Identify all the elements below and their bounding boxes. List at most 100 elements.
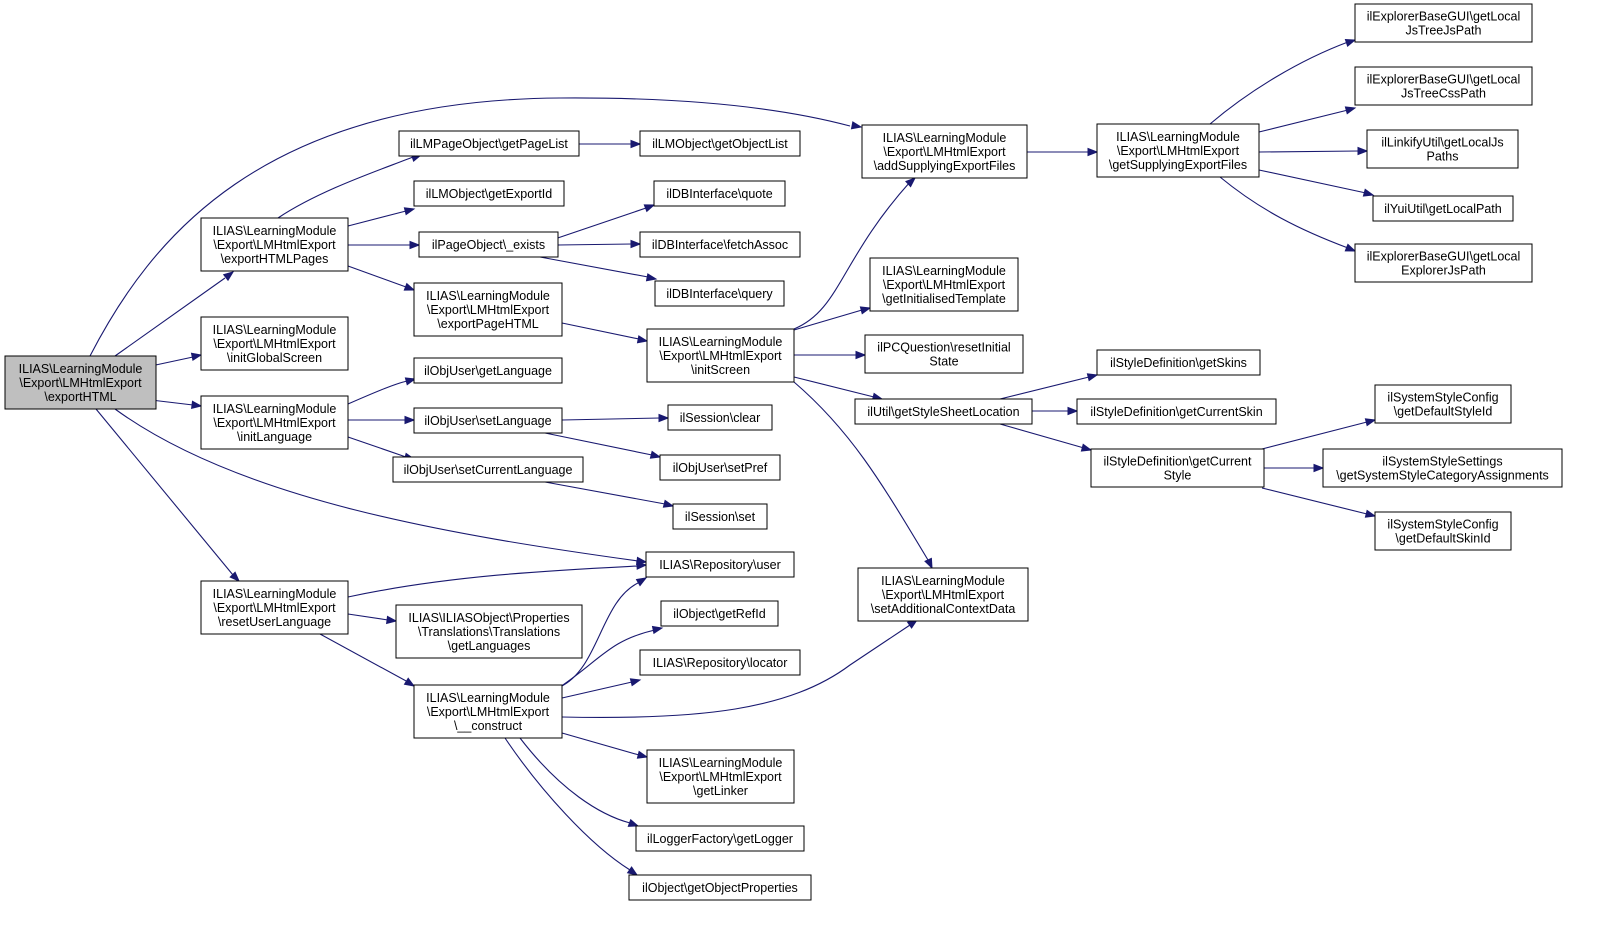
node-label: ilLMPageObject\getPageList: [410, 137, 568, 151]
node-translations-get-languages[interactable]: ILIAS\ILIASObject\Properties\Translation…: [395, 604, 583, 659]
node-label: \Export\LMHtmlExport: [1117, 144, 1240, 158]
node-label: \initGlobalScreen: [227, 351, 322, 365]
node-label: ilExplorerBaseGUI\getLocal: [1367, 250, 1521, 264]
node-label: ilExplorerBaseGUI\getLocal: [1367, 10, 1521, 24]
node-box: [645, 551, 795, 578]
edge-line: [95, 408, 234, 576]
node-get-style-sheet-location[interactable]: ilUtil\getStyleSheetLocation: [854, 398, 1033, 425]
node-session-clear[interactable]: ilSession\clear: [667, 404, 773, 431]
node-box: [672, 503, 768, 530]
arrow-head-icon: [229, 571, 240, 582]
node-get-default-skin-id[interactable]: ilSystemStyleConfig\getDefaultSkinId: [1374, 511, 1512, 551]
node-get-object-properties[interactable]: ilObject\getObjectProperties: [628, 874, 812, 901]
node-label: ilExplorerBaseGUI\getLocal: [1367, 73, 1521, 87]
node-set-pref[interactable]: ilObjUser\setPref: [659, 454, 781, 481]
node-label: \getSupplyingExportFiles: [1109, 158, 1247, 172]
call-edge: [1209, 38, 1357, 125]
edge-line: [319, 633, 409, 683]
node-label: ILIAS\LearningModule: [19, 362, 143, 376]
arrow-head-icon: [859, 306, 872, 315]
node-label: ilLoggerFactory\getLogger: [647, 832, 793, 846]
arrow-head-icon: [924, 557, 933, 570]
node-get-logger[interactable]: ilLoggerFactory\getLogger: [635, 825, 805, 852]
node-label: \Export\LMHtmlExport: [882, 588, 1005, 602]
node-label: ilSystemStyleConfig: [1387, 518, 1498, 532]
node-init-global-screen[interactable]: ILIAS\LearningModule\Export\LMHtmlExport…: [200, 316, 349, 371]
node-get-initialised-template[interactable]: ILIAS\LearningModule\Export\LMHtmlExport…: [869, 257, 1019, 312]
node-reset-user-language[interactable]: ILIAS\LearningModule\Export\LMHtmlExport…: [200, 580, 349, 635]
node-label: \getSystemStyleCategoryAssignments: [1336, 469, 1549, 483]
node-session-set[interactable]: ilSession\set: [672, 503, 768, 530]
node-set-additional-context-data[interactable]: ILIAS\LearningModule\Export\LMHtmlExport…: [857, 567, 1029, 622]
node-get-export-id[interactable]: ilLMObject\getExportId: [413, 180, 565, 207]
node-label: \resetUserLanguage: [218, 615, 331, 629]
node-db-quote[interactable]: ilDBInterface\quote: [653, 180, 786, 207]
node-label: ILIAS\LearningModule: [1116, 130, 1240, 144]
arrow-head-icon: [404, 377, 417, 386]
node-export-html[interactable]: ILIAS\LearningModule\Export\LMHtmlExport…: [4, 355, 157, 410]
node-get-object-list[interactable]: ilLMObject\getObjectList: [639, 130, 801, 157]
node-set-current-language[interactable]: ilObjUser\setCurrentLanguage: [392, 456, 584, 483]
arrow-head-icon: [635, 577, 648, 587]
node-get-supplying-export-files[interactable]: ILIAS\LearningModule\Export\LMHtmlExport…: [1096, 123, 1260, 178]
node-label: ilSession\set: [685, 510, 756, 524]
arrow-head-icon: [636, 335, 649, 344]
node-get-page-list[interactable]: ilLMPageObject\getPageList: [398, 130, 580, 157]
node-repository-user[interactable]: ILIAS\Repository\user: [645, 551, 795, 578]
arrow-head-icon: [905, 177, 917, 188]
node-repository-locator[interactable]: ILIAS\Repository\locator: [639, 649, 801, 676]
node-label: ILIAS\LearningModule: [882, 264, 1006, 278]
arrow-head-icon: [651, 625, 664, 635]
node-construct[interactable]: ILIAS\LearningModule\Export\LMHtmlExport…: [413, 684, 563, 739]
edge-line: [793, 376, 875, 398]
node-get-local-path[interactable]: ilYuiUtil\getLocalPath: [1372, 195, 1514, 222]
node-get-linker[interactable]: ILIAS\LearningModule\Export\LMHtmlExport…: [646, 749, 795, 804]
node-get-current-skin[interactable]: ilStyleDefinition\getCurrentSkin: [1076, 398, 1277, 425]
node-box: [1366, 129, 1519, 169]
node-box: [667, 404, 773, 431]
call-edge: [89, 97, 863, 357]
node-export-page-html[interactable]: ILIAS\LearningModule\Export\LMHtmlExport…: [413, 282, 563, 337]
edge-line: [150, 356, 194, 367]
edge-line: [347, 565, 639, 598]
node-get-system-style-category-assignments[interactable]: ilSystemStyleSettings\getSystemStyleCate…: [1322, 448, 1563, 488]
node-init-language[interactable]: ILIAS\LearningModule\Export\LMHtmlExport…: [200, 395, 349, 450]
node-label: \exportHTMLPages: [221, 252, 329, 266]
node-add-supplying-export-files[interactable]: ILIAS\LearningModule\Export\LMHtmlExport…: [861, 124, 1028, 179]
node-box: [1090, 448, 1265, 488]
edge-line: [1219, 176, 1349, 249]
node-set-language[interactable]: ilObjUser\setLanguage: [413, 407, 563, 434]
node-box: [1096, 349, 1261, 376]
call-edge: [150, 399, 203, 409]
node-box: [639, 649, 801, 676]
node-label: ilObject\getObjectProperties: [642, 881, 798, 895]
arrow-head-icon: [630, 239, 642, 249]
node-init-screen[interactable]: ILIAS\LearningModule\Export\LMHtmlExport…: [646, 328, 795, 383]
node-box: [200, 580, 349, 635]
node-db-query[interactable]: ilDBInterface\query: [654, 280, 785, 307]
node-label: Paths: [1427, 150, 1459, 164]
node-get-ref-id[interactable]: ilObject\getRefId: [660, 600, 779, 627]
call-edge: [319, 633, 416, 687]
node-label: \Export\LMHtmlExport: [213, 238, 336, 252]
node-export-htmlpages[interactable]: ILIAS\LearningModule\Export\LMHtmlExport…: [200, 217, 349, 272]
arrow-head-icon: [855, 350, 867, 360]
call-edge: [561, 678, 642, 699]
call-edge: [1258, 169, 1375, 197]
node-label: \Export\LMHtmlExport: [213, 337, 336, 351]
node-get-language[interactable]: ilObjUser\getLanguage: [413, 357, 563, 384]
node-label: ilObjUser\setPref: [673, 461, 768, 475]
node-page-exists[interactable]: ilPageObject\_exists: [418, 231, 559, 258]
node-get-default-style-id[interactable]: ilSystemStyleConfig\getDefaultStyleId: [1374, 384, 1512, 424]
node-db-fetch-assoc[interactable]: ilDBInterface\fetchAssoc: [639, 231, 801, 258]
node-label: ilSession\clear: [680, 411, 761, 425]
node-box: [413, 180, 565, 207]
node-label: ilDBInterface\quote: [666, 187, 772, 201]
node-get-skins[interactable]: ilStyleDefinition\getSkins: [1096, 349, 1261, 376]
